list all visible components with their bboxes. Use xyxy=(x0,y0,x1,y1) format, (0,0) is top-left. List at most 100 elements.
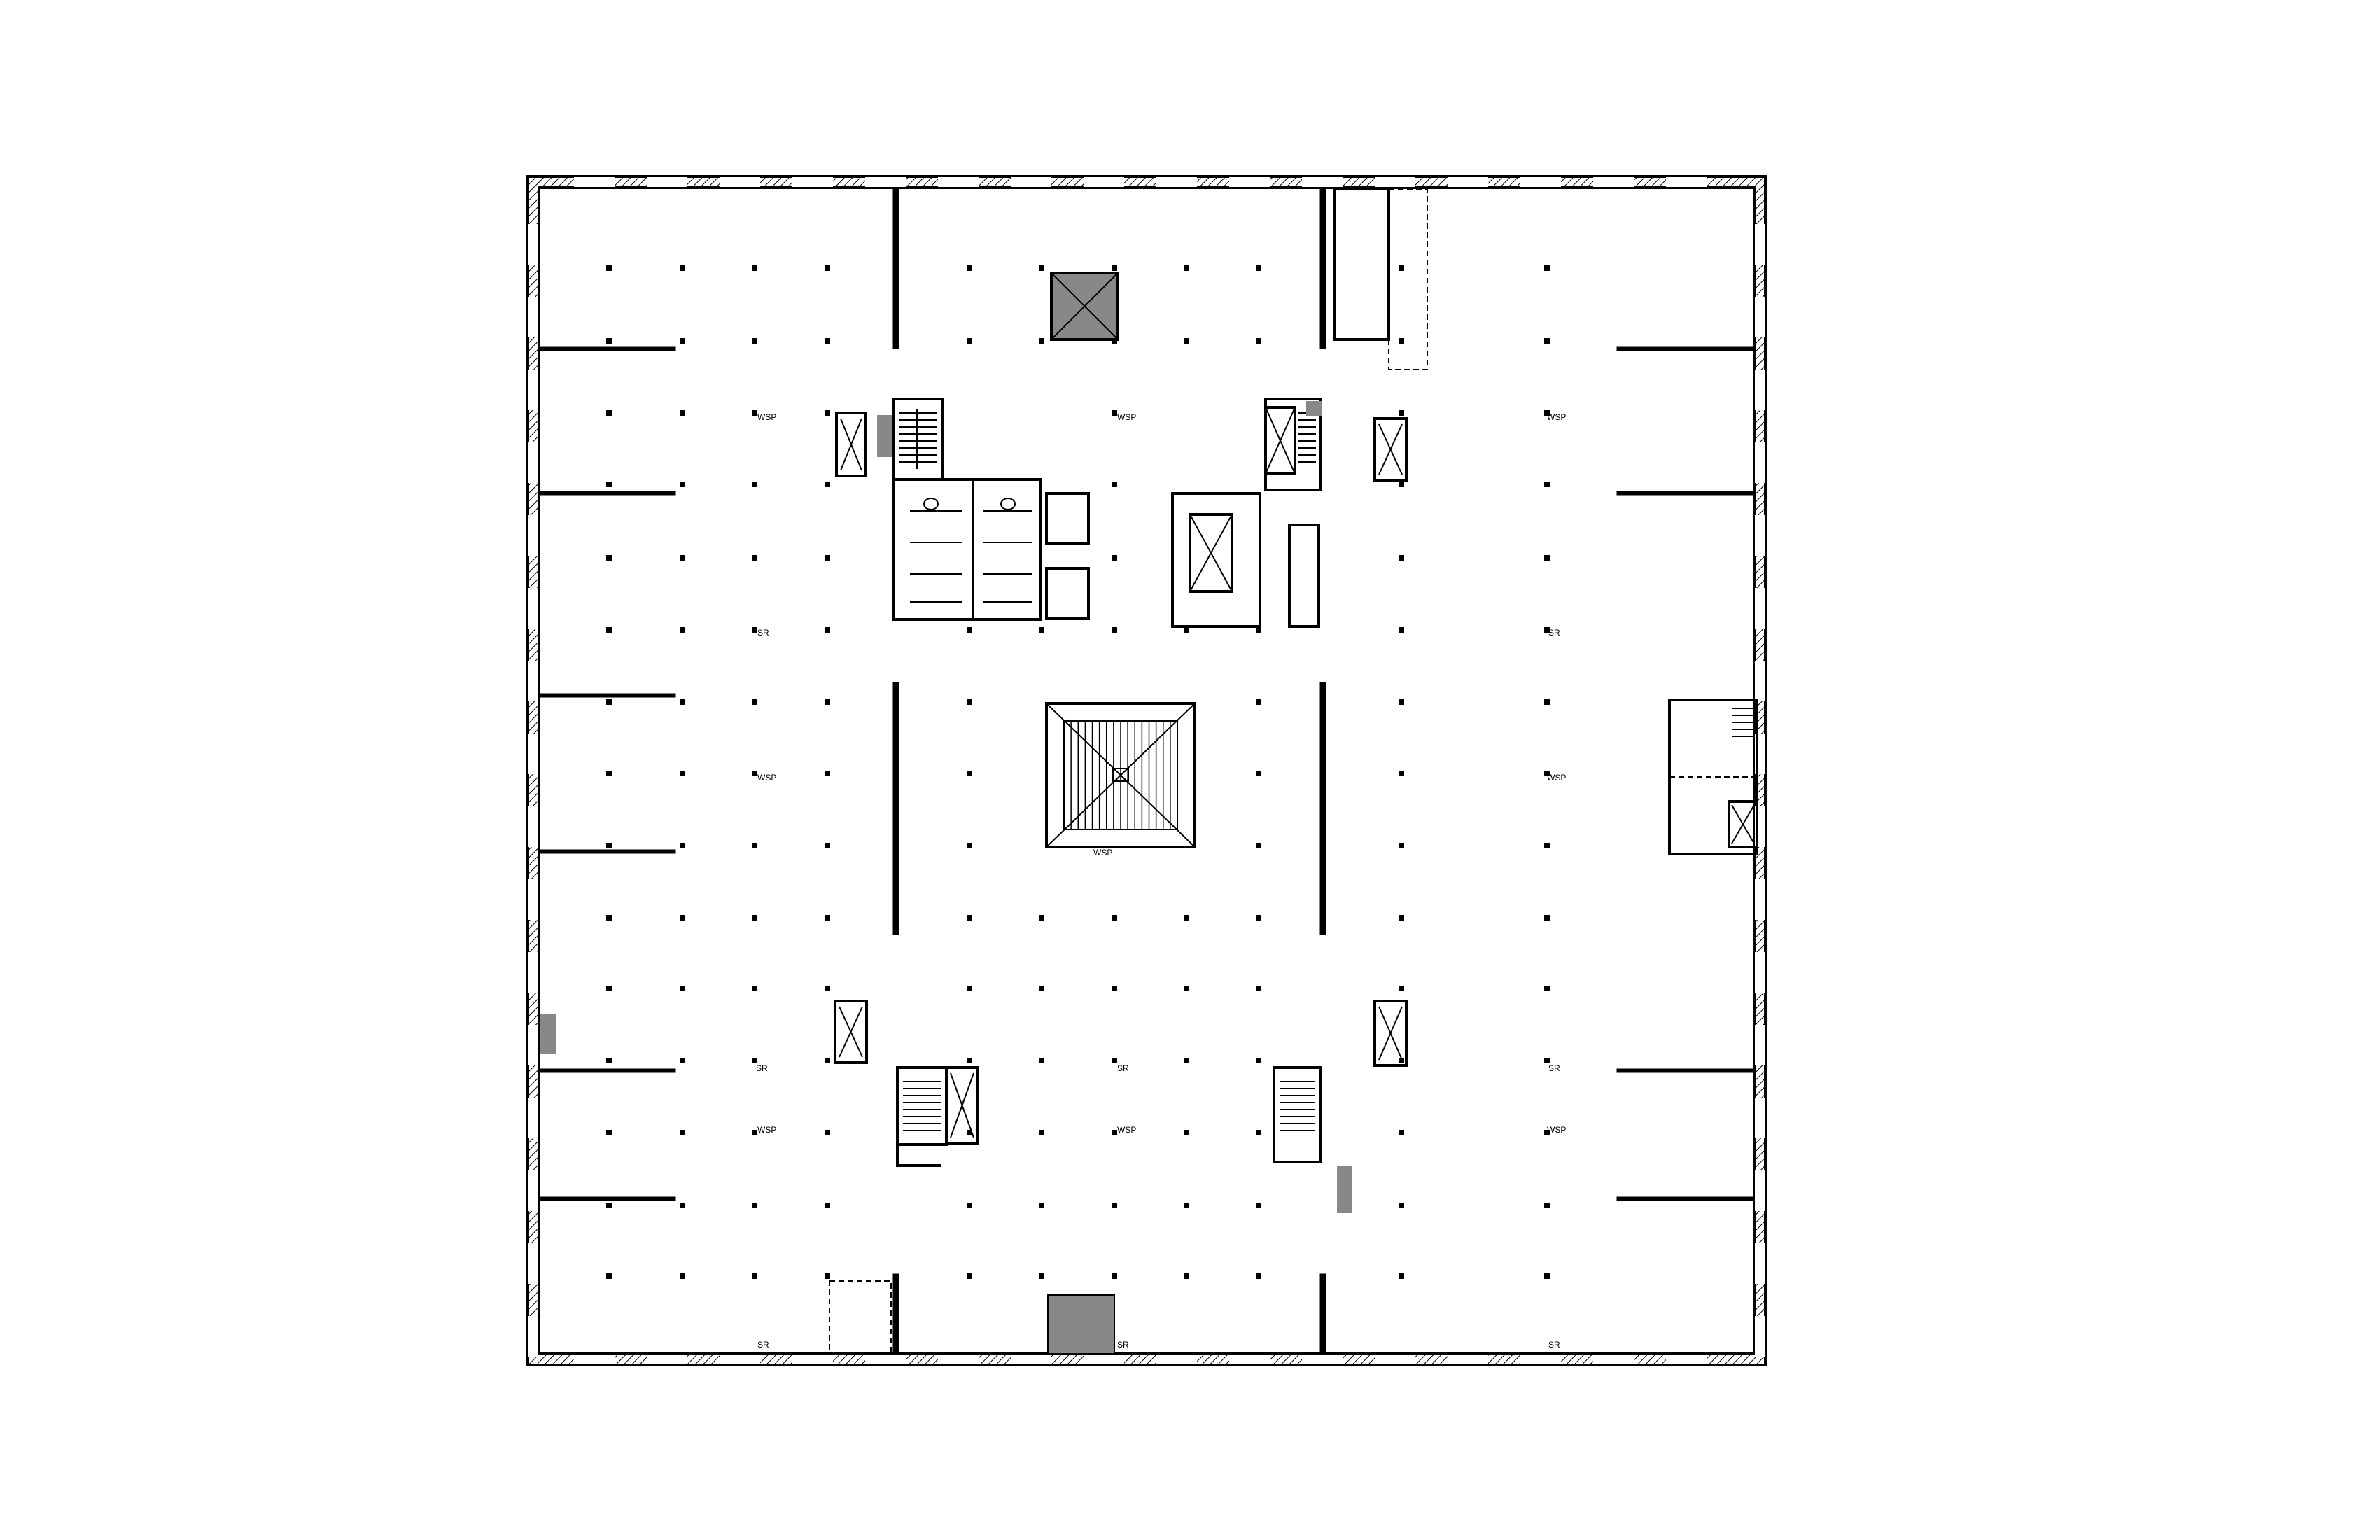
stair-east-lower xyxy=(1280,1081,1315,1131)
column xyxy=(1184,1203,1189,1208)
column xyxy=(1399,843,1404,848)
window-gap xyxy=(1448,1354,1488,1364)
window-gap xyxy=(528,734,538,774)
shafts xyxy=(834,412,1408,1067)
column xyxy=(1256,1058,1261,1063)
column xyxy=(752,627,757,633)
column xyxy=(606,986,612,991)
window-gap xyxy=(1011,177,1051,187)
column xyxy=(825,482,830,487)
service-chase xyxy=(1333,188,1428,370)
room-label: WSP xyxy=(1117,1125,1136,1135)
column xyxy=(1256,986,1261,991)
window-gap xyxy=(1755,1316,1765,1357)
column xyxy=(825,1273,830,1279)
window-gap xyxy=(1302,1354,1343,1364)
column xyxy=(1256,1273,1261,1279)
window-gap xyxy=(1084,177,1124,187)
column xyxy=(1039,986,1044,991)
column xyxy=(1112,265,1117,271)
window-gap xyxy=(1666,177,1707,187)
column xyxy=(680,915,685,920)
column xyxy=(1399,699,1404,705)
column xyxy=(1544,482,1550,487)
column xyxy=(825,555,830,561)
room-label: SR xyxy=(757,628,769,638)
column xyxy=(680,265,685,271)
window-gap xyxy=(938,177,979,187)
window-gap xyxy=(792,1354,833,1364)
column xyxy=(967,627,972,633)
column xyxy=(1112,1058,1117,1063)
column xyxy=(680,555,685,561)
window-gap xyxy=(1755,588,1765,629)
window-gap xyxy=(528,1025,538,1065)
column xyxy=(967,1203,972,1208)
column xyxy=(680,1203,685,1208)
structural-columns xyxy=(606,265,1550,1279)
window-gap xyxy=(1755,1098,1765,1138)
column xyxy=(1399,555,1404,561)
column xyxy=(1399,1130,1404,1135)
window-gap xyxy=(1520,1354,1561,1364)
partition-walls xyxy=(538,187,1755,1354)
window-gap xyxy=(1755,661,1765,701)
column xyxy=(967,771,972,776)
column xyxy=(1112,1273,1117,1279)
column xyxy=(1256,1203,1261,1208)
window-gap xyxy=(528,442,538,483)
window-gap xyxy=(528,1098,538,1138)
column xyxy=(1039,627,1044,633)
stair-west-upper xyxy=(899,410,937,469)
column xyxy=(967,1130,972,1135)
column xyxy=(967,986,972,991)
column xyxy=(752,338,757,344)
room-labels: WSP WSP WSP SR SR WSP WSP WSP SR SR SR W… xyxy=(756,412,1566,1350)
column xyxy=(606,338,612,344)
window-gap xyxy=(1375,1354,1415,1364)
window-gap xyxy=(647,177,687,187)
window-gap xyxy=(528,588,538,629)
column xyxy=(1112,1130,1117,1135)
column xyxy=(752,986,757,991)
window-gap xyxy=(1084,1354,1124,1364)
window-gap xyxy=(1755,1170,1765,1211)
column xyxy=(1399,482,1404,487)
column xyxy=(825,843,830,848)
column xyxy=(606,410,612,416)
column xyxy=(1544,555,1550,561)
column xyxy=(680,410,685,416)
window-gap xyxy=(1448,177,1488,187)
column xyxy=(825,1130,830,1135)
room-label: SR xyxy=(756,1063,768,1073)
column xyxy=(606,482,612,487)
column xyxy=(1544,1203,1550,1208)
column xyxy=(1544,338,1550,344)
column xyxy=(680,627,685,633)
column xyxy=(752,482,757,487)
facade-windows xyxy=(528,177,1765,1364)
column xyxy=(1256,265,1261,271)
window-gap xyxy=(1011,1354,1051,1364)
column xyxy=(1039,265,1044,271)
column xyxy=(1399,265,1404,271)
column xyxy=(1039,338,1044,344)
column xyxy=(1112,986,1117,991)
column xyxy=(680,1058,685,1063)
window-gap xyxy=(528,806,538,847)
bottom-shafts xyxy=(829,1280,1115,1354)
column xyxy=(825,265,830,271)
column xyxy=(606,699,612,705)
atrium-skylight xyxy=(1045,702,1196,848)
column xyxy=(1184,986,1189,991)
column xyxy=(1399,627,1404,633)
column xyxy=(606,627,612,633)
column xyxy=(1256,915,1261,920)
column xyxy=(680,1273,685,1279)
column xyxy=(1399,1203,1404,1208)
window-gap xyxy=(1593,177,1634,187)
window-gap xyxy=(865,177,906,187)
exterior-wall xyxy=(526,175,1767,1366)
window-gap xyxy=(528,515,538,556)
